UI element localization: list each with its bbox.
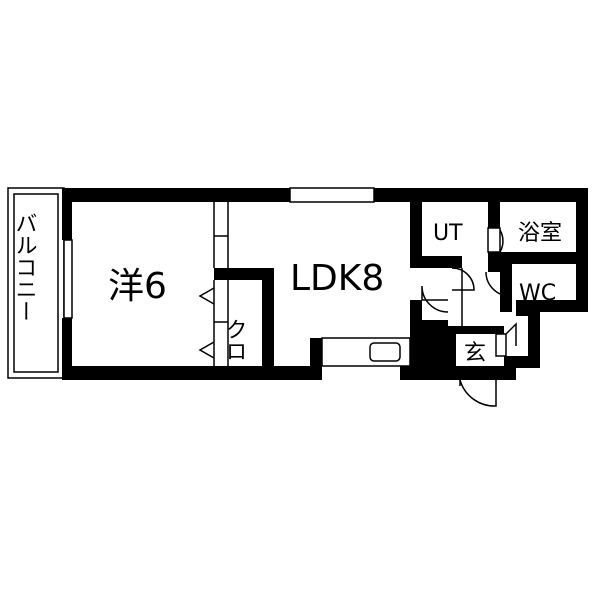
wall-top-left xyxy=(62,188,290,202)
wall-ut-bottom xyxy=(410,256,462,268)
wall-bottom-mid xyxy=(310,338,322,380)
wall-left-top xyxy=(62,188,72,240)
bath-door-arc xyxy=(499,229,504,253)
walls xyxy=(62,188,588,380)
wall-left-bottom xyxy=(62,318,72,380)
room-labels: 洋6 LDK8 UT 浴室 WC 玄 クロ バルコニー xyxy=(12,212,563,366)
closet-door-lower xyxy=(198,341,215,359)
room-label-entrance: 玄 xyxy=(464,341,486,366)
kitchen-sink xyxy=(369,342,401,362)
wall-top-right xyxy=(374,188,588,202)
bath-door xyxy=(487,227,501,253)
wall-wc-left xyxy=(500,264,512,312)
wall-ut-left xyxy=(410,188,422,268)
wall-ut-bath xyxy=(488,188,500,228)
shoe-box-door xyxy=(505,322,517,346)
wall-ldk-corner xyxy=(410,320,448,380)
wall-step-6 xyxy=(460,366,516,380)
wc-door xyxy=(485,271,511,297)
wall-bottom-left xyxy=(62,366,322,380)
ldk-window xyxy=(289,187,375,203)
wall-step-3 xyxy=(528,312,540,368)
wall-closet-top xyxy=(214,268,274,280)
entrance-door xyxy=(459,379,497,407)
wall-entrance-top xyxy=(448,326,504,334)
balcony-inner-outline xyxy=(13,193,59,373)
room-label-ut: UT xyxy=(433,221,463,246)
wall-ut-left-lower xyxy=(410,300,422,320)
shoe-box xyxy=(495,333,507,357)
ut-door xyxy=(451,267,475,291)
closet-door-upper xyxy=(198,287,215,305)
wall-right xyxy=(576,188,588,312)
room-label-western: 洋6 xyxy=(108,266,167,307)
room-label-balcony: バルコニー xyxy=(12,212,37,322)
wall-bath-left-lower xyxy=(488,252,500,272)
balcony-window xyxy=(63,239,73,319)
ldk-door xyxy=(421,285,449,313)
wall-entrance-left xyxy=(448,334,456,366)
interior-lines xyxy=(63,187,517,407)
room-label-wc: WC xyxy=(519,281,556,306)
wall-bath-bottom xyxy=(500,252,588,264)
room-label-closet: クロ xyxy=(222,318,247,362)
wall-step-2 xyxy=(516,300,528,316)
wall-step-1 xyxy=(516,300,588,312)
room-label-bath: 浴室 xyxy=(518,221,562,246)
kitchen-counter xyxy=(321,337,411,367)
room-label-ldk: LDK8 xyxy=(290,258,384,299)
wall-closet-right xyxy=(262,268,274,366)
